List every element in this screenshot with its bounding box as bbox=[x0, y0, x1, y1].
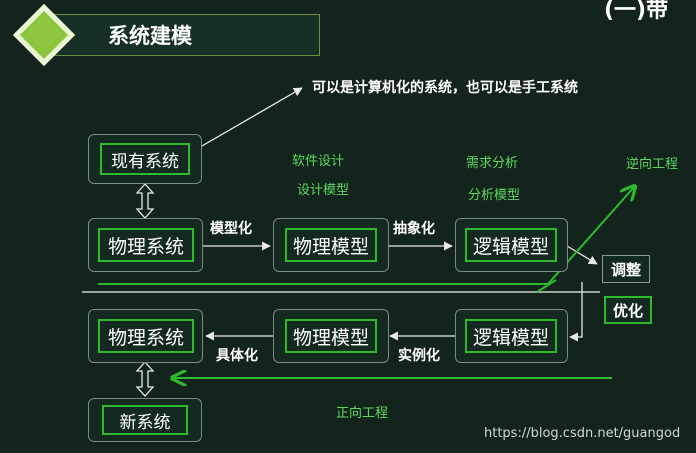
note-pointer-arrow bbox=[194, 87, 303, 151]
logo-text: (一)带 bbox=[604, 0, 669, 23]
edge-label-abstraction: 抽象化 bbox=[393, 221, 435, 237]
bottom-logical-model-node: 逻辑模型 bbox=[455, 309, 568, 363]
top-physical-model-label: 物理模型 bbox=[285, 228, 377, 262]
top-logical-model-label: 逻辑模型 bbox=[465, 228, 557, 262]
edge-label-modeling: 模型化 bbox=[210, 221, 252, 237]
bottom-physical-system-node: 物理系统 bbox=[88, 309, 203, 363]
new-system-label: 新系统 bbox=[102, 405, 188, 435]
arrow-to-adjust bbox=[566, 245, 598, 265]
existing-system-label: 现有系统 bbox=[100, 143, 190, 175]
double-arrow-bottom bbox=[135, 361, 155, 397]
bottom-physical-model-label: 物理模型 bbox=[285, 319, 377, 353]
system-type-note: 可以是计算机化的系统，也可以是手工系统 bbox=[312, 80, 578, 96]
bottom-physical-model-node: 物理模型 bbox=[273, 309, 389, 363]
edge-label-concretization: 具体化 bbox=[216, 348, 258, 364]
top-logical-model-node: 逻辑模型 bbox=[455, 218, 568, 272]
top-physical-system-node: 物理系统 bbox=[88, 218, 203, 272]
annotation-requirements-analysis: 需求分析 bbox=[466, 156, 519, 171]
bottom-physical-system-label: 物理系统 bbox=[98, 319, 194, 353]
bottom-logical-model-label: 逻辑模型 bbox=[465, 319, 557, 353]
annotation-design-model: 设计模型 bbox=[297, 183, 350, 198]
annotation-reverse-engineering: 逆向工程 bbox=[626, 157, 679, 172]
arrow-adjust-to-logical bbox=[569, 282, 583, 342]
title-bar bbox=[50, 14, 320, 56]
double-arrow-top bbox=[135, 183, 155, 219]
top-physical-system-label: 物理系统 bbox=[98, 228, 194, 262]
adjust-box: 调整 bbox=[602, 255, 650, 283]
watermark-url: https://blog.csdn.net/guangod bbox=[484, 426, 681, 441]
annotation-forward-engineering: 正向工程 bbox=[336, 406, 389, 421]
optimize-box: 优化 bbox=[604, 296, 652, 324]
annotation-analysis-model: 分析模型 bbox=[468, 188, 521, 203]
page-title: 系统建模 bbox=[108, 24, 192, 48]
new-system-node: 新系统 bbox=[88, 398, 202, 442]
existing-system-node: 现有系统 bbox=[88, 134, 202, 184]
annotation-software-design: 软件设计 bbox=[292, 154, 345, 169]
edge-label-instantiation: 实例化 bbox=[398, 348, 440, 364]
reverse-engineering-tick bbox=[536, 279, 557, 293]
top-physical-model-node: 物理模型 bbox=[273, 218, 389, 272]
